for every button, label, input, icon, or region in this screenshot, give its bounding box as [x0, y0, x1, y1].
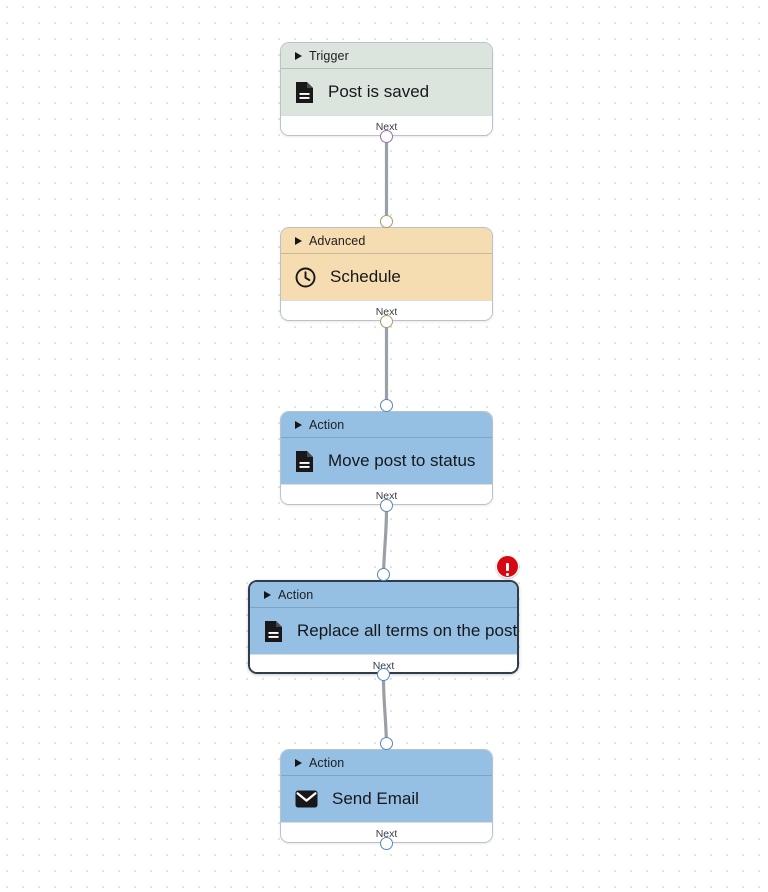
node-next-footer[interactable]: Next [281, 822, 492, 842]
expand-triangle-icon[interactable] [264, 590, 271, 599]
node-action-label: Send Email [332, 789, 419, 808]
error-badge-icon[interactable] [496, 555, 519, 578]
workflow-node-trigger[interactable]: Trigger Post is saved Next [280, 42, 493, 136]
next-label: Next [375, 306, 398, 318]
wire-move-replace [381, 507, 389, 578]
workflow-node-advanced[interactable]: Advanced Schedule Next [280, 227, 493, 321]
node-category-label: Advanced [309, 233, 366, 248]
node-action-label: Schedule [330, 267, 401, 286]
node-header[interactable]: Trigger [281, 43, 492, 68]
node-action-label: Post is saved [328, 82, 430, 101]
node-body[interactable]: Send Email [281, 775, 492, 822]
next-label: Next [375, 828, 398, 840]
port-advanced-in[interactable] [379, 214, 393, 228]
wire-replace-email [381, 676, 389, 747]
node-body[interactable]: Move post to status [281, 437, 492, 484]
workflow-node-replace-terms[interactable]: Action Replace all terms on the post Nex… [248, 580, 519, 674]
node-action-label: Replace all terms on the post [297, 621, 518, 640]
port-trigger-out[interactable] [379, 129, 393, 143]
node-body[interactable]: Schedule [281, 253, 492, 300]
node-next-footer[interactable]: Next [281, 115, 492, 135]
next-label: Next [375, 121, 398, 133]
node-category-label: Action [309, 755, 345, 770]
port-replace-out[interactable] [376, 667, 390, 681]
expand-triangle-icon[interactable] [295, 758, 302, 767]
port-advanced-out[interactable] [379, 314, 393, 328]
next-label: Next [375, 490, 398, 502]
node-next-footer[interactable]: Next [281, 300, 492, 320]
clock-icon [295, 267, 316, 287]
port-replace-in[interactable] [376, 567, 390, 581]
node-category-label: Action [278, 587, 314, 602]
expand-triangle-icon[interactable] [295, 236, 302, 245]
node-category-label: Trigger [309, 48, 349, 63]
node-category-label: Action [309, 417, 345, 432]
workflow-node-move-post[interactable]: Action Move post to status Next [280, 411, 493, 505]
node-body[interactable]: Post is saved [281, 68, 492, 115]
node-body[interactable]: Replace all terms on the post [250, 607, 517, 654]
document-icon [296, 450, 313, 472]
document-icon [265, 620, 282, 642]
document-icon [296, 81, 313, 103]
expand-triangle-icon[interactable] [295, 51, 302, 60]
node-action-label: Move post to status [328, 451, 476, 470]
envelope-icon [295, 790, 318, 808]
port-move-in[interactable] [379, 398, 393, 412]
workflow-node-send-email[interactable]: Action Send Email Next [280, 749, 493, 843]
node-next-footer[interactable]: Next [281, 484, 492, 504]
expand-triangle-icon[interactable] [295, 420, 302, 429]
port-email-out[interactable] [379, 836, 393, 850]
node-header[interactable]: Action [250, 582, 517, 607]
node-header[interactable]: Action [281, 750, 492, 775]
port-email-in[interactable] [379, 736, 393, 750]
exclamation-glyph [506, 562, 509, 576]
port-move-out[interactable] [379, 498, 393, 512]
node-header[interactable]: Action [281, 412, 492, 437]
node-header[interactable]: Advanced [281, 228, 492, 253]
